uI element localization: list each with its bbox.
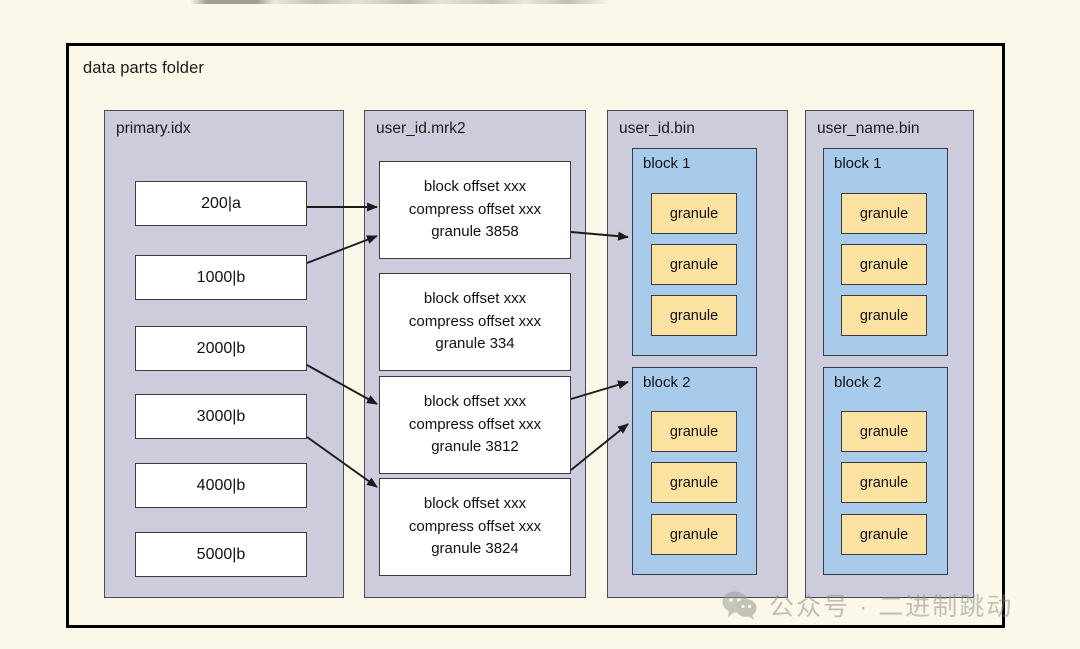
granule-label: granule [669, 474, 719, 491]
granule[interactable]: granule [841, 295, 927, 336]
mark-record[interactable]: block offset xxx compress offset xxx gra… [379, 273, 571, 371]
granule[interactable]: granule [841, 462, 927, 503]
index-entry-label: 5000|b [196, 545, 246, 563]
granule[interactable]: granule [651, 244, 737, 285]
index-entry-label: 2000|b [196, 339, 246, 357]
mark-block-offset: block offset xxx [423, 177, 527, 195]
index-entry-label: 1000|b [196, 268, 246, 286]
column-title-user-id-mrk2: user_id.mrk2 [376, 120, 466, 137]
granule[interactable]: granule [651, 295, 737, 336]
index-entry-label: 200|a [201, 194, 241, 212]
index-entry-label: 3000|b [196, 407, 246, 425]
granule[interactable]: granule [651, 193, 737, 234]
granule[interactable]: granule [841, 244, 927, 285]
granule-label: granule [859, 474, 909, 491]
index-entry[interactable]: 200|a [135, 181, 307, 226]
index-entry[interactable]: 1000|b [135, 255, 307, 300]
mark-granule-index: granule 3824 [431, 540, 519, 558]
mark-granule-index: granule 3858 [431, 223, 519, 241]
mark-compress-offset: compress offset xxx [408, 517, 542, 535]
index-entry[interactable]: 5000|b [135, 532, 307, 577]
mark-record[interactable]: block offset xxx compress offset xxx gra… [379, 478, 571, 576]
granule-label: granule [669, 423, 719, 440]
index-entry[interactable]: 3000|b [135, 394, 307, 439]
data-block-title: block 2 [834, 374, 882, 391]
granule[interactable]: granule [841, 514, 927, 555]
mark-block-offset: block offset xxx [423, 392, 527, 410]
mark-compress-offset: compress offset xxx [408, 415, 542, 433]
granule[interactable]: granule [841, 193, 927, 234]
granule-label: granule [859, 526, 909, 543]
mark-record[interactable]: block offset xxx compress offset xxx gra… [379, 161, 571, 259]
index-entry-label: 4000|b [196, 476, 246, 494]
index-entry[interactable]: 2000|b [135, 326, 307, 371]
granule[interactable]: granule [651, 411, 737, 452]
granule[interactable]: granule [651, 514, 737, 555]
mark-compress-offset: compress offset xxx [408, 312, 542, 330]
index-entry[interactable]: 4000|b [135, 463, 307, 508]
mark-record[interactable]: block offset xxx compress offset xxx gra… [379, 376, 571, 474]
granule[interactable]: granule [841, 411, 927, 452]
granule-label: granule [859, 423, 909, 440]
top-clipped-strip [190, 0, 610, 4]
mark-block-offset: block offset xxx [423, 494, 527, 512]
granule-label: granule [669, 256, 719, 273]
granule-label: granule [669, 526, 719, 543]
column-title-user-id-bin: user_id.bin [619, 120, 695, 137]
data-block-title: block 2 [643, 374, 691, 391]
granule[interactable]: granule [651, 462, 737, 503]
column-title-primary-idx: primary.idx [116, 120, 191, 137]
data-block-title: block 1 [643, 155, 691, 172]
granule-label: granule [859, 307, 909, 324]
granule-label: granule [859, 256, 909, 273]
folder-title: data parts folder [83, 59, 204, 77]
granule-label: granule [669, 205, 719, 222]
granule-label: granule [859, 205, 909, 222]
mark-granule-index: granule 3812 [431, 438, 519, 456]
mark-block-offset: block offset xxx [423, 289, 527, 307]
mark-granule-index: granule 334 [435, 335, 515, 353]
column-title-user-name-bin: user_name.bin [817, 120, 920, 137]
granule-label: granule [669, 307, 719, 324]
data-block-title: block 1 [834, 155, 882, 172]
mark-compress-offset: compress offset xxx [408, 200, 542, 218]
